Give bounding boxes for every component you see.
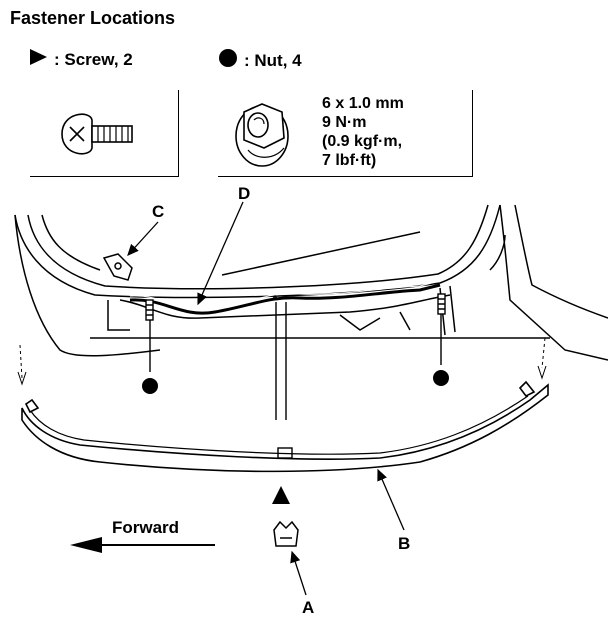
nut-spec: 6 x 1.0 mm 9 N·m (0.9 kgf·m, 7 lbf·ft) [322, 94, 404, 170]
dot-nut-icon [218, 48, 238, 73]
leader-b [377, 468, 405, 531]
screw-illustration [61, 113, 133, 155]
callout-a: A [302, 598, 315, 617]
legend-nut: : Nut, 4 [218, 48, 302, 73]
screw-detail-box [30, 90, 179, 177]
left-stud [145, 299, 154, 372]
nut-size: 6 x 1.0 mm [322, 95, 404, 112]
right-stud [437, 293, 446, 365]
clip-c [102, 253, 133, 281]
nut-torque-kgf: (0.9 kgf·m, [322, 133, 403, 150]
forward-label: Forward [112, 518, 180, 537]
alignment-guides [17, 337, 547, 386]
legend-screw: : Screw, 2 [30, 48, 133, 71]
leader-c [127, 221, 159, 256]
screw-marker [272, 486, 290, 504]
vehicle-body [14, 204, 608, 361]
legend-screw-label: : Screw, 2 [54, 49, 133, 69]
nut-torque-nm: 9 N·m [322, 114, 367, 131]
legend-nut-label: : Nut, 4 [244, 50, 302, 70]
callout-d: D [238, 184, 251, 203]
clip-a [273, 520, 299, 547]
nut-marker-right [433, 370, 449, 386]
nut-illustration [235, 103, 289, 167]
callout-c: C [152, 202, 165, 221]
diagram-title: Fastener Locations [10, 8, 176, 28]
leader-a [290, 550, 307, 596]
forward-arrow-icon [70, 537, 215, 553]
nut-torque-lbf: 7 lbf·ft) [322, 152, 377, 169]
callout-b: B [398, 534, 411, 553]
nut-marker-left [142, 378, 158, 394]
nut-detail-box [218, 90, 473, 177]
sill-trim [21, 380, 549, 473]
wire-harness [129, 283, 441, 315]
center-screw [271, 294, 293, 459]
triangle-screw-icon [30, 48, 48, 71]
leader-d [197, 201, 244, 306]
